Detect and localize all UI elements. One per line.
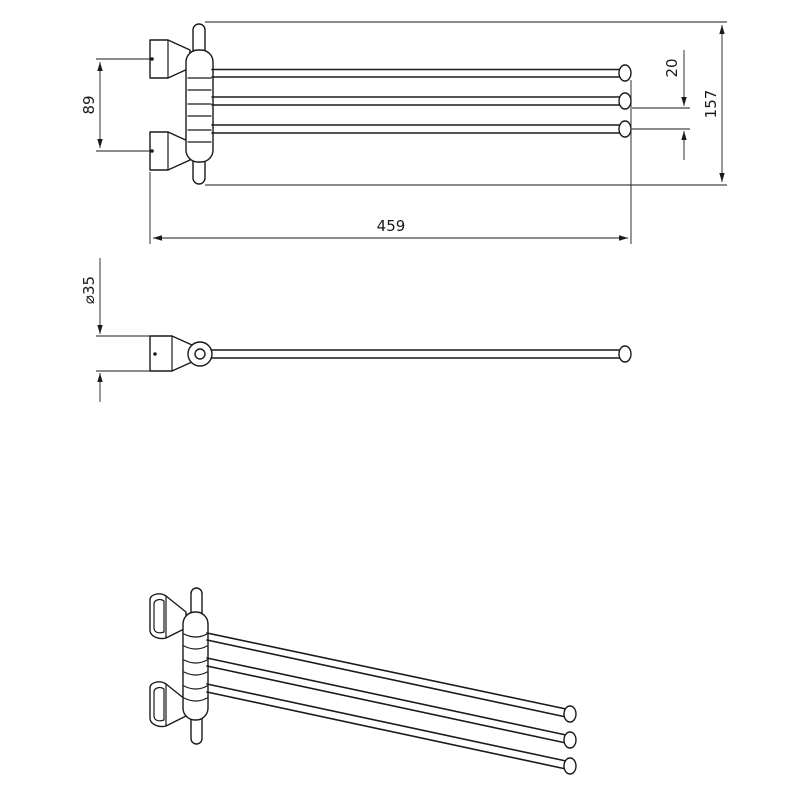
persp-hinge-stack (182, 611, 209, 721)
persp-wall-mount-upper (149, 593, 187, 640)
dim-diameter-symbol: ⌀ (80, 295, 98, 304)
dim-mount-spacing: 89 (80, 58, 150, 152)
wall-mount-lower (149, 131, 191, 171)
side-hinge (187, 341, 213, 367)
towel-bar-2 (211, 92, 632, 110)
persp-towel-bar-2 (206, 657, 577, 749)
dim-bar-spacing: 20 (632, 50, 690, 160)
side-view: ⌀35 (80, 258, 632, 402)
wall-mount-upper (149, 39, 191, 79)
perspective-view (149, 587, 577, 775)
side-towel-bar (210, 345, 632, 363)
dim-mount-spacing-label: 89 (80, 95, 98, 114)
dim-total-length-label: 459 (377, 217, 406, 235)
persp-wall-mount-lower (149, 681, 187, 728)
top-view: 89 20 157 459 (80, 21, 727, 244)
hinge-stack (185, 49, 214, 163)
dim-diameter-label: 35 (80, 276, 98, 295)
dim-total-length: 459 (149, 80, 632, 244)
dim-diameter: ⌀35 (80, 258, 150, 402)
towel-bar-3 (211, 120, 632, 138)
persp-towel-bar-1 (206, 632, 577, 723)
side-wall-mount (149, 335, 193, 372)
towel-bar-1 (211, 64, 632, 82)
persp-towel-bar-3 (206, 683, 577, 775)
dim-total-height-label: 157 (702, 90, 720, 119)
dim-bar-spacing-label: 20 (663, 58, 681, 77)
svg-text:⌀35: ⌀35 (80, 276, 98, 304)
dim-total-height: 157 (205, 21, 727, 186)
